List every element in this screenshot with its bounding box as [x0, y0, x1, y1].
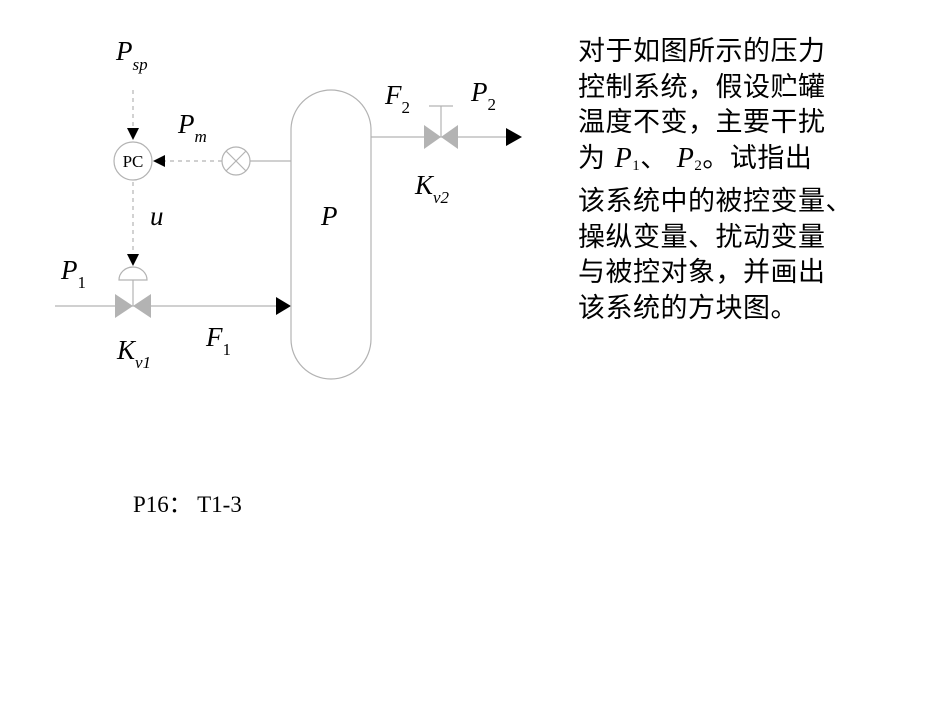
transmitter-cross-b: [225, 150, 247, 172]
pc-controller-circle: [113, 141, 153, 181]
valve-actuator-dome: [118, 266, 148, 281]
label-kv1: Kv1: [116, 335, 151, 372]
problem-sub-1: 1: [632, 157, 641, 174]
page-reference-caption: P16： T1-3: [133, 492, 242, 517]
control-signal-arrow: [127, 254, 139, 266]
pc-label: PC: [123, 152, 144, 171]
problem-line-4-pre: 为: [578, 142, 615, 174]
label-p2: P2: [470, 77, 496, 114]
problem-line-4-mid: 、: [640, 142, 677, 174]
problem-var-p1: P: [614, 142, 633, 174]
problem-line-7: 与被控对象，并画出: [578, 257, 826, 288]
inlet-valve-body-left: [115, 294, 133, 318]
label-f2: F2: [384, 80, 410, 117]
inlet-arrow: [276, 297, 291, 315]
problem-line-8: 该系统的方块图。: [578, 292, 798, 324]
label-p1: P1: [60, 255, 86, 292]
problem-line-2: 控制系统，假设贮罐: [578, 71, 826, 103]
problem-line-3: 温度不变，主要干扰: [578, 107, 826, 138]
storage-tank: [290, 89, 372, 380]
problem-line-4-post: 。试指出: [702, 142, 813, 174]
problem-var-p2: P: [676, 142, 695, 174]
label-f1: F1: [205, 322, 231, 359]
label-p-setpoint: Psp: [115, 36, 148, 74]
setpoint-arrow: [127, 128, 139, 140]
pressure-control-diagram: PC Psp Pm u P1 Kv1 F1 P F2: [55, 36, 522, 380]
label-p-measured: Pm: [177, 109, 207, 146]
outlet-valve-body-right: [441, 125, 458, 149]
label-u: u: [150, 201, 164, 231]
problem-line-5: 该系统中的被控变量、: [578, 186, 853, 217]
label-kv2: Kv2: [414, 170, 450, 207]
label-tank-pressure: P: [320, 201, 338, 231]
problem-line-1: 对于如图所示的压力: [578, 36, 826, 67]
outlet-valve-body-left: [424, 125, 441, 149]
outlet-arrow: [506, 128, 522, 146]
inlet-valve-body-right: [133, 294, 151, 318]
problem-line-6: 操纵变量、扰动变量: [578, 221, 826, 253]
measurement-arrow: [153, 155, 165, 167]
problem-line-4: 为 P1、 P2。试指出: [578, 141, 908, 185]
problem-sub-2: 2: [694, 157, 703, 174]
problem-statement: 对于如图所示的压力 控制系统，假设贮罐 温度不变，主要干扰 为 P1、 P2。试…: [578, 34, 908, 326]
